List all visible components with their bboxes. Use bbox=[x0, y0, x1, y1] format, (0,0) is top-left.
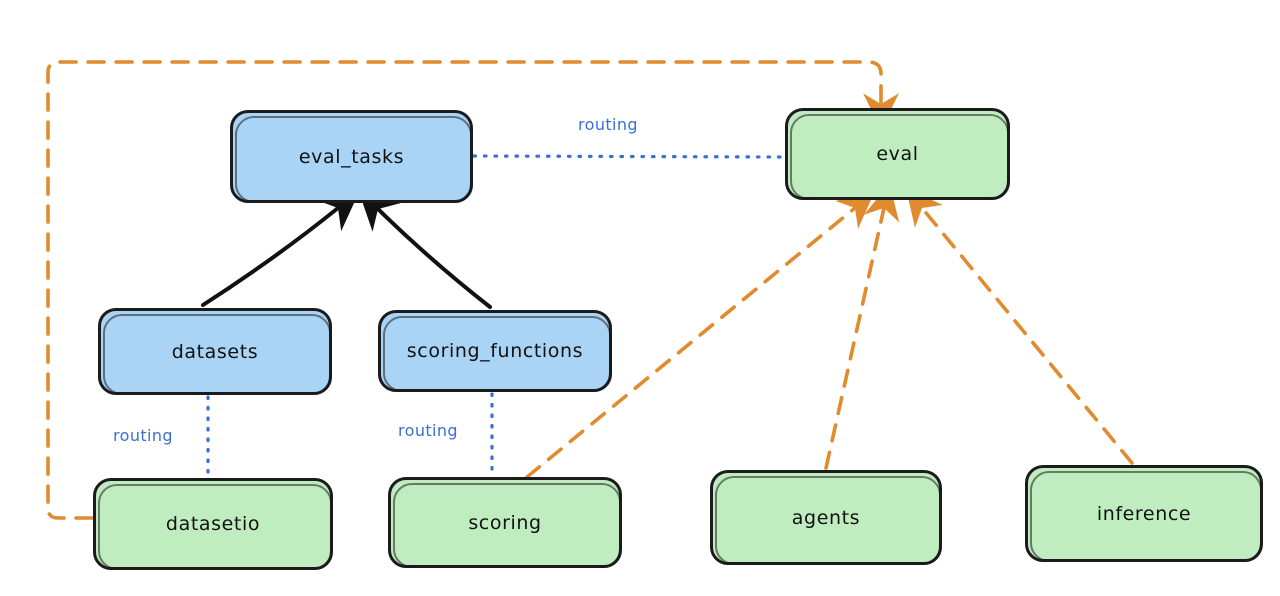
node-label-scoring_functions: scoring_functions bbox=[406, 340, 584, 362]
node-scoring[interactable]: scoring bbox=[388, 477, 622, 568]
edge-label-routing-scoring-functions: routing bbox=[398, 421, 458, 440]
edge-datasets-eval_tasks bbox=[201, 190, 360, 307]
node-agents[interactable]: agents bbox=[710, 470, 942, 565]
node-scoring_functions[interactable]: scoring_functions bbox=[378, 310, 612, 392]
node-label-agents: agents bbox=[791, 506, 861, 529]
node-label-scoring: scoring bbox=[468, 511, 542, 534]
node-eval[interactable]: eval bbox=[785, 108, 1010, 200]
node-label-eval_tasks: eval_tasks bbox=[298, 145, 405, 168]
node-label-eval: eval bbox=[876, 143, 919, 165]
edge-scoring_functions-eval_tasks bbox=[358, 189, 492, 309]
edge-eval_tasks-eval bbox=[472, 154, 786, 159]
edge-inference-eval bbox=[905, 188, 1134, 465]
edge-agents-eval bbox=[824, 183, 900, 470]
node-datasetio[interactable]: datasetio bbox=[93, 478, 333, 570]
node-eval_tasks[interactable]: eval_tasks bbox=[230, 110, 473, 203]
node-label-datasets: datasets bbox=[171, 340, 259, 363]
node-label-inference: inference bbox=[1096, 502, 1192, 525]
node-inference[interactable]: inference bbox=[1025, 465, 1263, 562]
edge-label-routing-datasets: routing bbox=[113, 426, 173, 445]
edge-label-routing-eval-tasks: routing bbox=[578, 115, 638, 134]
node-label-datasetio: datasetio bbox=[165, 513, 261, 535]
node-datasets[interactable]: datasets bbox=[98, 308, 332, 395]
